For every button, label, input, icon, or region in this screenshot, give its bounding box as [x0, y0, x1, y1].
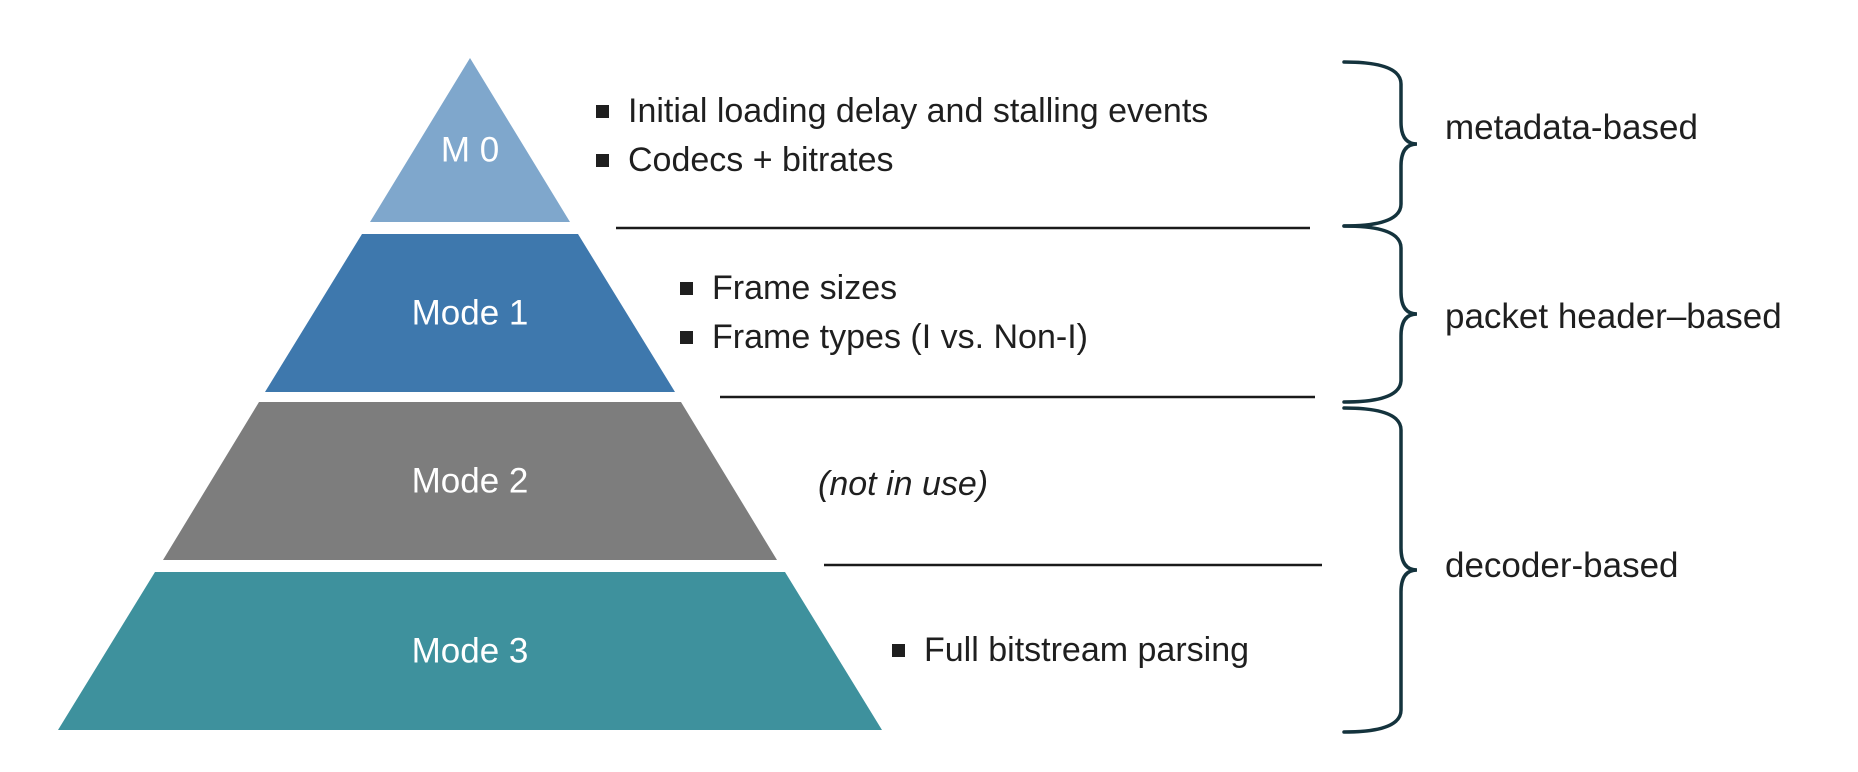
level-label-mode3: Mode 3: [412, 632, 529, 671]
mode3-bullet-list: Full bitstream parsing: [892, 626, 1249, 675]
curly-brace-packet-header-icon: [1342, 224, 1418, 404]
bullet-square-icon: [596, 154, 609, 167]
list-item: Frame types (I vs. Non-I): [680, 313, 1088, 362]
level-label-m0: M 0: [441, 131, 499, 170]
list-item: Frame sizes: [680, 264, 1088, 313]
list-item: Codecs + bitrates: [596, 136, 1208, 185]
mode2-note: (not in use): [818, 465, 989, 503]
curly-brace-metadata-icon: [1342, 60, 1418, 228]
mode1-item-1: Frame sizes: [712, 269, 898, 307]
m0-item-2: Codecs + bitrates: [628, 141, 894, 179]
curly-brace-decoder-icon: [1342, 406, 1418, 734]
bullet-square-icon: [680, 282, 693, 295]
bullet-square-icon: [680, 331, 693, 344]
list-item: Full bitstream parsing: [892, 626, 1249, 675]
m0-bullet-list: Initial loading delay and stalling event…: [596, 87, 1208, 185]
m0-item-1: Initial loading delay and stalling event…: [628, 92, 1209, 130]
bullet-square-icon: [596, 105, 609, 118]
level-label-mode2: Mode 2: [412, 462, 529, 501]
level-label-mode1: Mode 1: [412, 294, 529, 333]
pyramid-level-mode2: [163, 402, 777, 560]
group-label-packet-header-based: packet header–based: [1445, 297, 1782, 336]
pyramid-level-mode3: [58, 572, 882, 730]
bullet-square-icon: [892, 644, 905, 657]
mode3-item-1: Full bitstream parsing: [924, 631, 1250, 669]
group-label-metadata-based: metadata-based: [1445, 108, 1698, 147]
pyramid-level-m0: [370, 58, 570, 222]
pyramid-level-mode1: [265, 234, 675, 392]
group-label-decoder-based: decoder-based: [1445, 546, 1679, 585]
mode1-bullet-list: Frame sizes Frame types (I vs. Non-I): [680, 264, 1088, 362]
list-item: Initial loading delay and stalling event…: [596, 87, 1208, 136]
mode1-item-2: Frame types (I vs. Non-I): [712, 318, 1088, 356]
